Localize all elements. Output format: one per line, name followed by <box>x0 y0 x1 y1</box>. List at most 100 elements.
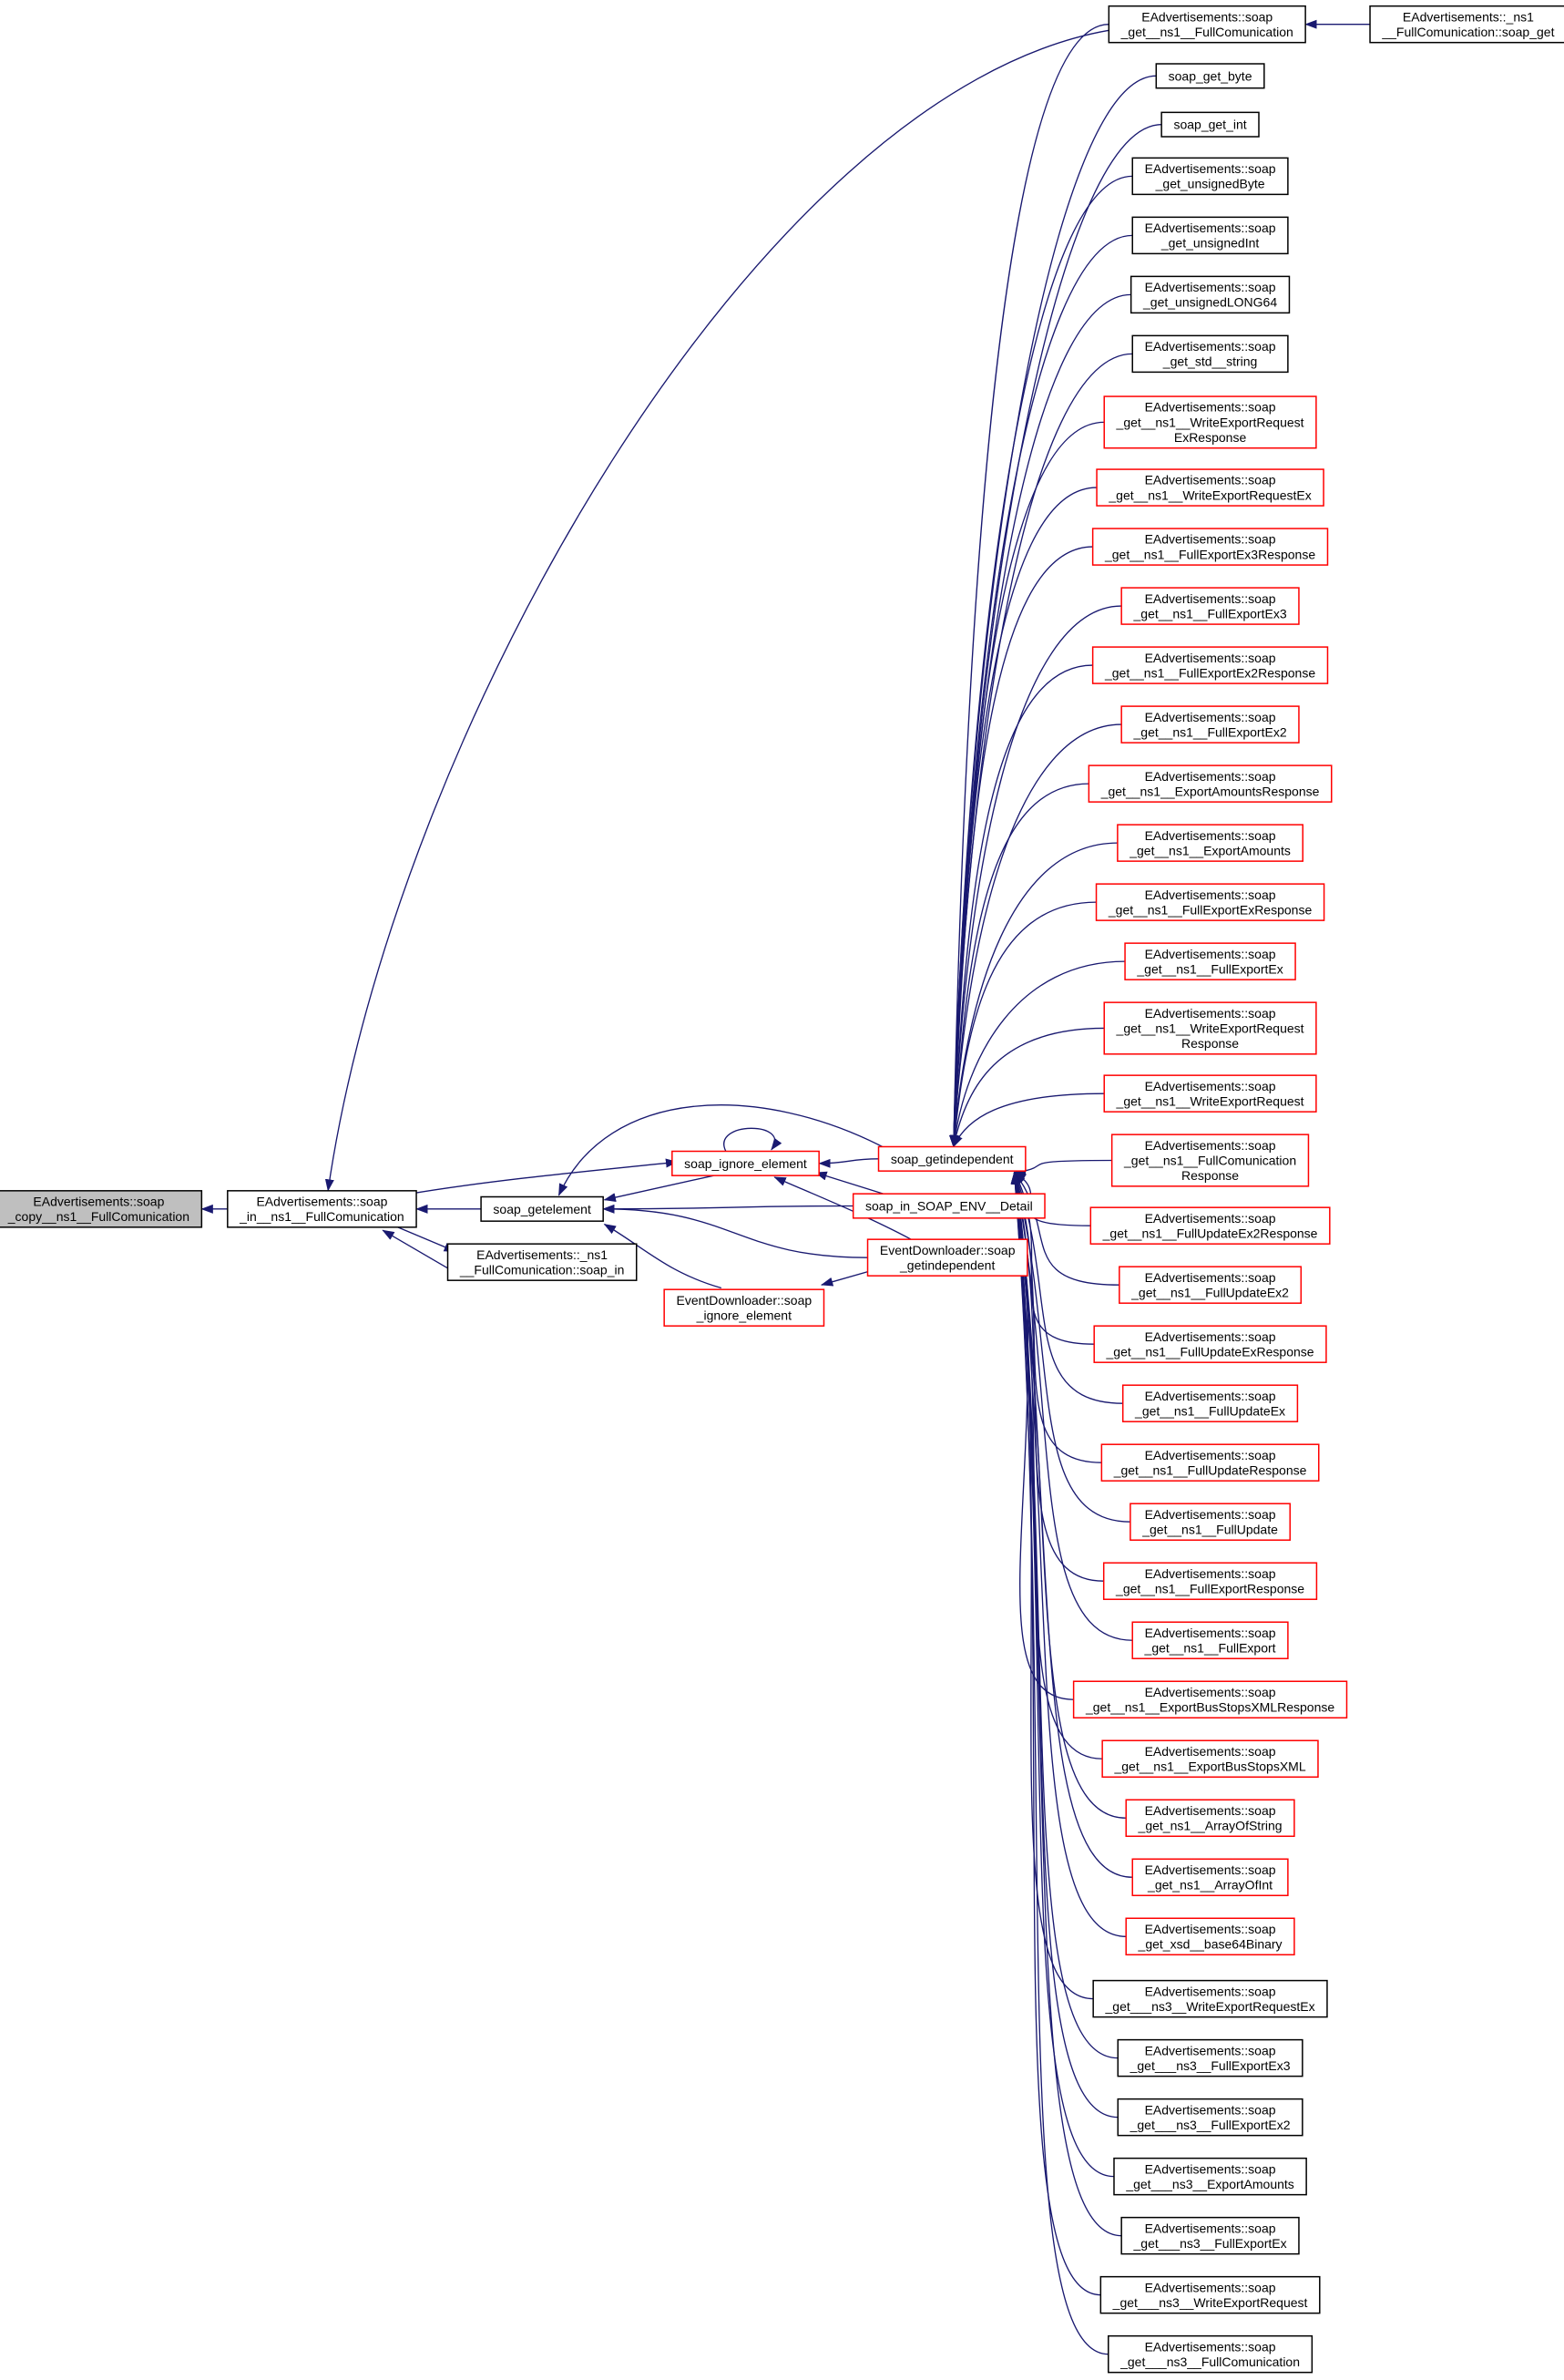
graph-node-r21[interactable]: EAdvertisements::soap_get__ns1__FullUpda… <box>1119 1266 1303 1304</box>
node-label: EAdvertisements::soap <box>33 1195 164 1209</box>
graph-node-edignore[interactable]: EventDownloader::soap_ignore_element <box>663 1288 825 1327</box>
graph-node-r14[interactable]: EAdvertisements::soap_get__ns1__ExportAm… <box>1117 824 1303 862</box>
node-box <box>1101 1739 1319 1778</box>
node-box <box>1155 63 1265 89</box>
node-label: _get__ns1__FullComunication <box>1120 25 1293 39</box>
node-label: _get__ns1__FullExportEx3 <box>1133 606 1287 621</box>
edge-r27-to-getindep <box>1012 1172 1133 1641</box>
edge-r15-to-getindep <box>950 901 1097 1148</box>
graph-node-r17[interactable]: EAdvertisements::soap_get__ns1__WriteExp… <box>1103 1001 1317 1055</box>
graph-node-r28[interactable]: EAdvertisements::soap_get__ns1__ExportBu… <box>1072 1680 1348 1718</box>
graph-node-r37[interactable]: EAdvertisements::soap_get___ns3__FullExp… <box>1120 2216 1300 2255</box>
node-box <box>852 1193 1046 1219</box>
node-label: _get_unsignedLONG64 <box>1142 295 1277 310</box>
graph-node-r3[interactable]: EAdvertisements::soap_get_unsignedByte <box>1131 157 1289 196</box>
graph-node-detail[interactable]: soap_in_SOAP_ENV__Detail <box>852 1193 1046 1219</box>
graph-node-r9[interactable]: EAdvertisements::soap_get__ns1__FullExpo… <box>1091 528 1329 566</box>
node-label: EAdvertisements::soap <box>1145 339 1276 354</box>
node-box <box>1120 705 1300 744</box>
graph-node-ignore[interactable]: soap_ignore_element <box>671 1150 820 1176</box>
graph-node-r2[interactable]: soap_get_int <box>1160 111 1260 138</box>
graph-node-r24[interactable]: EAdvertisements::soap_get__ns1__FullUpda… <box>1100 1443 1320 1482</box>
graph-node-ns1soapin[interactable]: EAdvertisements::_ns1__FullComunication:… <box>446 1243 638 1281</box>
edge-r16-to-getindep <box>950 960 1126 1148</box>
graph-node-r12[interactable]: EAdvertisements::soap_get__ns1__FullExpo… <box>1120 705 1300 744</box>
graph-node-r7[interactable]: EAdvertisements::soap_get__ns1__WriteExp… <box>1103 395 1317 449</box>
node-label: __FullComunication::soap_in <box>459 1263 625 1277</box>
node-label: _get__ns1__FullExportEx <box>1136 961 1283 976</box>
node-label: EAdvertisements::soap <box>1145 2043 1276 2057</box>
graph-node-edgetindep[interactable]: EventDownloader::soap_getindependent <box>866 1238 1028 1277</box>
graph-node-r18[interactable]: EAdvertisements::soap_get__ns1__WriteExp… <box>1103 1074 1317 1113</box>
edge-r37-to-getindep <box>1010 1172 1122 2237</box>
edge-r10-to-getindep <box>949 605 1122 1148</box>
graph-node-r31[interactable]: EAdvertisements::soap_get_ns1__ArrayOfIn… <box>1131 1858 1289 1897</box>
graph-node-fcsoapget[interactable]: EAdvertisements::_ns1__FullComunication:… <box>1369 5 1564 44</box>
edge-detail-to-ignore <box>814 1171 889 1196</box>
node-label: _ignore_element <box>696 1308 792 1323</box>
node-label: EAdvertisements::_ns1 <box>476 1247 608 1262</box>
graph-node-r0[interactable]: EAdvertisements::soap_get__ns1__FullComu… <box>1108 5 1306 44</box>
graph-node-r22[interactable]: EAdvertisements::soap_get__ns1__FullUpda… <box>1093 1325 1327 1363</box>
edge-edgetindep-to-edignore <box>821 1268 875 1287</box>
graph-node-getindep[interactable]: soap_getindependent <box>877 1145 1027 1172</box>
graph-node-r35[interactable]: EAdvertisements::soap_get___ns3__FullExp… <box>1117 2098 1303 2137</box>
node-box <box>1103 1001 1317 1055</box>
node-label: _get__ns1__FullExportEx2Response <box>1104 665 1315 680</box>
graph-node-r36[interactable]: EAdvertisements::soap_get___ns3__ExportA… <box>1113 2157 1307 2196</box>
node-label: _get_std__string <box>1162 354 1258 369</box>
node-label: _get__ns1__FullUpdateEx2 <box>1130 1286 1289 1300</box>
graph-node-r39[interactable]: EAdvertisements::soap_get___ns3__FullCom… <box>1108 2334 1314 2374</box>
graph-node-r20[interactable]: EAdvertisements::soap_get__ns1__FullUpda… <box>1089 1206 1331 1245</box>
graph-node-copy[interactable]: EAdvertisements::soap_copy__ns1__FullCom… <box>0 1190 203 1228</box>
node-label: EAdvertisements::soap <box>1145 1389 1276 1403</box>
node-label: EAdvertisements::soap <box>1145 769 1276 784</box>
graph-node-r19[interactable]: EAdvertisements::soap_get__ns1__FullComu… <box>1110 1134 1310 1187</box>
node-box <box>1131 1858 1289 1897</box>
graph-node-r25[interactable]: EAdvertisements::soap_get__ns1__FullUpda… <box>1130 1503 1291 1541</box>
graph-node-r11[interactable]: EAdvertisements::soap_get__ns1__FullExpo… <box>1091 646 1329 684</box>
graph-node-r1[interactable]: soap_get_byte <box>1155 63 1265 89</box>
graph-node-r5[interactable]: EAdvertisements::soap_get_unsignedLONG64 <box>1130 275 1291 314</box>
node-label: _get__ns1__FullUpdateExResponse <box>1106 1345 1314 1359</box>
graph-node-r32[interactable]: EAdvertisements::soap_get_xsd__base64Bin… <box>1125 1917 1295 1956</box>
graph-node-r13[interactable]: EAdvertisements::soap_get__ns1__ExportAm… <box>1088 764 1333 803</box>
node-box <box>1091 646 1329 684</box>
node-box <box>866 1238 1028 1277</box>
graph-node-getelement[interactable]: soap_getelement <box>480 1195 604 1222</box>
graph-node-r6[interactable]: EAdvertisements::soap_get_std__string <box>1131 334 1289 374</box>
node-box <box>1131 334 1289 374</box>
node-label: _get__ns1__FullExportEx3Response <box>1104 547 1315 561</box>
graph-node-r8[interactable]: EAdvertisements::soap_get__ns1__WriteExp… <box>1096 468 1324 507</box>
graph-node-r29[interactable]: EAdvertisements::soap_get__ns1__ExportBu… <box>1101 1739 1319 1778</box>
graph-node-r23[interactable]: EAdvertisements::soap_get__ns1__FullUpda… <box>1121 1384 1299 1422</box>
graph-node-soapin[interactable]: EAdvertisements::soap_in__ns1__FullComun… <box>227 1190 417 1228</box>
edge-r31-to-getindep <box>1011 1172 1133 1878</box>
edge-r0-to-soapin <box>324 29 1109 1192</box>
graph-node-r34[interactable]: EAdvertisements::soap_get___ns3__FullExp… <box>1117 2038 1303 2077</box>
graph-node-r38[interactable]: EAdvertisements::soap_get___ns3__WriteEx… <box>1099 2275 1321 2314</box>
edge-r3-to-getindep <box>949 175 1133 1148</box>
node-label: _get__ns1__WriteExportRequest <box>1116 415 1304 429</box>
graph-node-r10[interactable]: EAdvertisements::soap_get__ns1__FullExpo… <box>1120 587 1300 625</box>
edge-soapin-to-ignore <box>410 1158 679 1195</box>
graph-node-r16[interactable]: EAdvertisements::soap_get__ns1__FullExpo… <box>1124 942 1296 980</box>
node-label: EAdvertisements::soap <box>256 1195 387 1209</box>
graph-node-r15[interactable]: EAdvertisements::soap_get__ns1__FullExpo… <box>1095 883 1325 921</box>
graph-node-r30[interactable]: EAdvertisements::soap_get_ns1__ArrayOfSt… <box>1125 1799 1295 1838</box>
graph-node-r26[interactable]: EAdvertisements::soap_get__ns1__FullExpo… <box>1102 1562 1318 1600</box>
graph-node-r33[interactable]: EAdvertisements::soap_get___ns3__WriteEx… <box>1092 1979 1328 2018</box>
edge-r2-to-getindep <box>949 124 1162 1148</box>
graph-node-r27[interactable]: EAdvertisements::soap_get__ns1__FullExpo… <box>1131 1621 1289 1659</box>
node-label: _get__ns1__FullExportExResponse <box>1108 902 1313 917</box>
node-label: EAdvertisements::soap <box>1145 2221 1276 2235</box>
node-box <box>1102 1562 1318 1600</box>
node-box <box>480 1195 604 1222</box>
node-label: _get__ns1__FullUpdateEx2Response <box>1102 1226 1318 1241</box>
node-label: soap_get_byte <box>1169 68 1252 83</box>
node-box <box>446 1243 638 1281</box>
node-label: _get__ns1__FullExport <box>1144 1641 1276 1656</box>
graph-node-r4[interactable]: EAdvertisements::soap_get_unsignedInt <box>1131 216 1289 255</box>
node-box <box>1072 1680 1348 1718</box>
